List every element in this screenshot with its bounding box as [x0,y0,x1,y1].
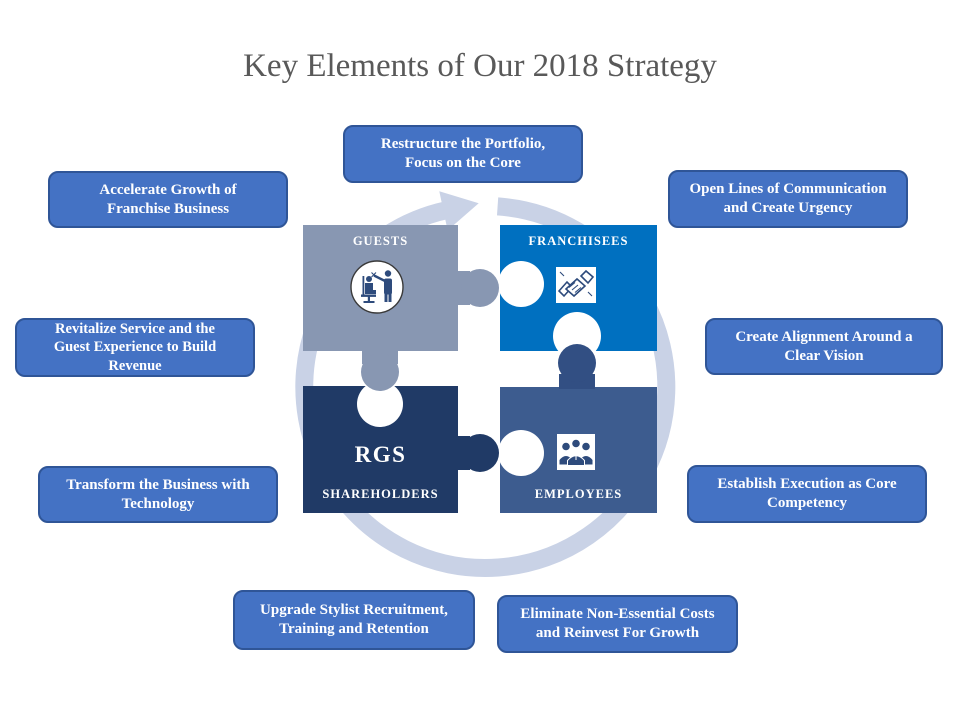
puzzle-knob-guests-bottom [361,340,399,391]
puzzle-knob-employees-top [558,344,596,389]
guests-label: GUESTS [352,234,409,248]
company-label: RGS [354,442,407,467]
callout-eliminate-costs: Eliminate Non-Essential Costs and Reinve… [497,595,738,653]
arrowhead-icon [439,191,479,231]
callout-upgrade-stylist: Upgrade Stylist Recruitment, Training an… [233,590,475,650]
team-icon [557,434,595,470]
puzzle-sockets [357,261,601,476]
callout-restructure-portfolio: Restructure the Portfolio, Focus on the … [343,125,583,183]
handshake-icon [556,267,596,303]
callout-open-lines: Open Lines of Communication and Create U… [668,170,908,228]
puzzle-knob-guests-right [444,269,499,307]
callout-revitalize-service: Revitalize Service and the Guest Experie… [15,318,255,377]
shareholders-label: SHAREHOLDERS [322,487,439,501]
stylist-client-icon [350,260,404,314]
callout-establish-execution: Establish Execution as Core Competency [687,465,927,523]
slide-title: Key Elements of Our 2018 Strategy [243,48,717,84]
franchisees-label: FRANCHISEES [528,234,629,248]
employees-label: EMPLOYEES [534,487,623,501]
callout-accelerate-growth: Accelerate Growth of Franchise Business [48,171,288,228]
callout-create-alignment: Create Alignment Around a Clear Vision [705,318,943,375]
callout-transform-business: Transform the Business with Technology [38,466,278,523]
puzzle-knob-shareholders-right [444,434,499,472]
